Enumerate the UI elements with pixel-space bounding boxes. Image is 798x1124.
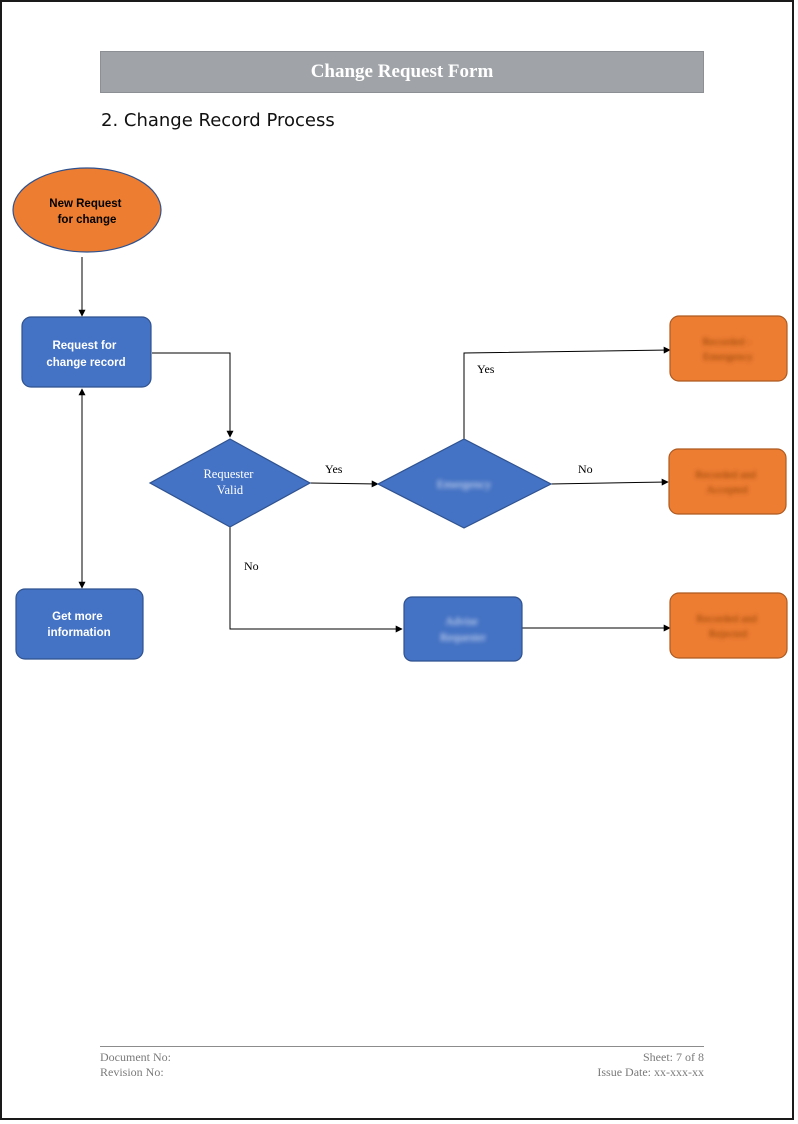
svg-text:Recorded and Rejected: Recorded and Rejected: [696, 613, 760, 640]
node-emergency: Emergency: [376, 438, 553, 529]
edge-label-valid-yes: Yes: [325, 462, 343, 476]
node-requester-valid-line1: Requester: [203, 467, 254, 481]
node-recorded-accepted: Recorded and Accepted: [668, 448, 787, 515]
svg-text:Recorded and Accepted: Recorded and Accepted: [695, 469, 759, 496]
connector-emergency-yes: [463, 346, 671, 439]
node-requester-valid: Requester Valid: [148, 438, 312, 528]
node-advise-requester-line2: Requester: [440, 632, 486, 644]
footer-revision-no: Revision No:: [100, 1065, 164, 1079]
node-get-more-info: Get more information: [15, 588, 144, 660]
node-new-request: New Request for change: [12, 167, 162, 253]
svg-text:Get more information: Get more information: [47, 611, 110, 639]
node-recorded-rejected-line1: Recorded and: [696, 613, 757, 625]
svg-text:Advise Requester: Advise Requester: [440, 616, 486, 644]
node-request-record: Request for change record: [21, 316, 152, 388]
svg-text:Requester Valid: Requester Valid: [203, 467, 256, 497]
node-recorded-accepted-line1: Recorded and: [695, 469, 756, 481]
edge-label-emergency-yes: Yes: [477, 362, 495, 376]
footer-issue-date: Issue Date: xx-xxx-xx: [597, 1065, 704, 1079]
page-footer: Document No: Sheet: 7 of 8 Revision No: …: [100, 1046, 704, 1080]
connector-valid-yes: [309, 480, 379, 488]
node-emergency-line1: Emergency: [437, 477, 491, 491]
node-new-request-line1: New Request: [49, 198, 121, 210]
node-request-record-line2: change record: [46, 357, 125, 369]
node-new-request-line2: for change: [58, 214, 117, 226]
node-get-more-info-line2: information: [47, 627, 110, 639]
node-requester-valid-line2: Valid: [217, 483, 244, 497]
svg-text:Request for change rec: Request for change record: [46, 340, 125, 369]
connector-valid-no: [229, 527, 403, 633]
node-recorded-rejected: Recorded and Rejected: [669, 592, 788, 659]
node-advise-requester-line1: Advise: [445, 616, 478, 628]
node-advise-requester: Advise Requester: [403, 596, 523, 662]
node-recorded-emergency: Recorded - Emergency: [669, 315, 788, 382]
connector-emergency-no: [549, 478, 669, 486]
node-recorded-emergency-line1: Recorded -: [702, 336, 751, 348]
section-heading: 2. Change Record Process: [101, 110, 335, 131]
edge-label-valid-no: No: [244, 559, 259, 573]
node-recorded-emergency-line2: Emergency: [703, 351, 753, 363]
form-title: Change Request Form: [310, 61, 494, 82]
edge-label-emergency-no: No: [578, 462, 593, 476]
connector-record-to-valid: [152, 352, 234, 438]
svg-text:Recorded - Emergency: Recorded - Emergency: [702, 336, 753, 363]
footer-document-no: Document No:: [100, 1050, 171, 1064]
node-recorded-accepted-line2: Accepted: [706, 484, 748, 496]
node-get-more-info-line1: Get more: [52, 611, 103, 623]
footer-sheet: Sheet: 7 of 8: [643, 1050, 704, 1064]
node-recorded-rejected-line2: Rejected: [709, 628, 748, 640]
svg-text:Emergency: Emergency: [437, 477, 491, 491]
svg-text:New Request for change: New Request for change: [49, 198, 124, 226]
connectors: [78, 257, 671, 633]
form-title-bar: Change Request Form: [100, 51, 704, 93]
node-request-record-line1: Request for: [52, 340, 116, 352]
